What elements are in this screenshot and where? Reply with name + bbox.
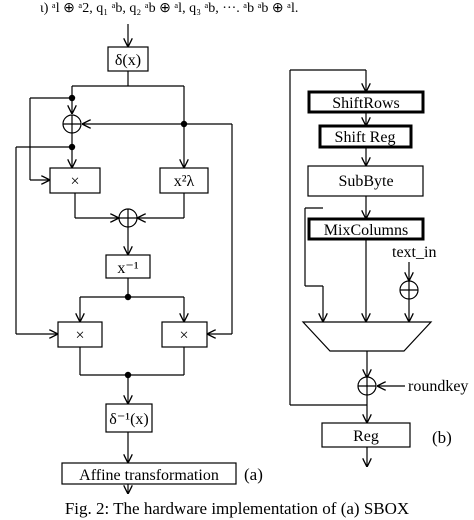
figure-caption: Fig. 2: The hardware implementation of (… (65, 499, 409, 518)
subbyte-box (307, 165, 424, 197)
x2lambda-label: x²λ (174, 173, 195, 190)
reg-label: Reg (353, 428, 379, 445)
multiply-box-bottom-right (161, 321, 208, 348)
multiply-label-bottom-right: × (179, 327, 188, 344)
roundkey-label: roundkey (408, 378, 468, 395)
shiftrows-label: ShiftRows (332, 95, 400, 112)
delta-label: δ(x) (115, 52, 141, 69)
reg-box (321, 422, 411, 448)
affine-label: Affine transformation (79, 467, 219, 484)
subbyte-label: SubByte (338, 173, 393, 190)
multiply-box-bottom-left (57, 321, 103, 348)
mixcolumns-label: MixColumns (324, 222, 408, 239)
text-in-label: text_in (392, 244, 436, 261)
aes-datapath-diagram: ShiftRows Shift Reg SubByte MixColumns t… (289, 69, 468, 467)
delta-inverse-box (105, 403, 153, 433)
affine-box (61, 462, 237, 485)
panel-label-a: (a) (244, 465, 263, 484)
x2lambda-box (159, 167, 209, 194)
multiply-label-left: × (70, 173, 79, 190)
header-fragment: ɩ) ᵃl ⊕ ᵃ2, q₁ ᵃb, q₂ ᵃb ⊕ ᵃl, q₃ ᵃb, ··… (40, 1, 298, 16)
sbox-diagram: δ(x) × x²λ (15, 24, 263, 494)
inverse-label: x⁻¹ (117, 260, 138, 277)
multiplexer (301, 321, 433, 352)
multiply-box-left (49, 167, 101, 194)
panel-label-b: (b) (432, 428, 452, 447)
shiftreg-label: Shift Reg (335, 129, 396, 146)
multiply-label-bottom-left: × (75, 327, 84, 344)
delta-inverse-label: δ⁻¹(x) (109, 411, 148, 428)
